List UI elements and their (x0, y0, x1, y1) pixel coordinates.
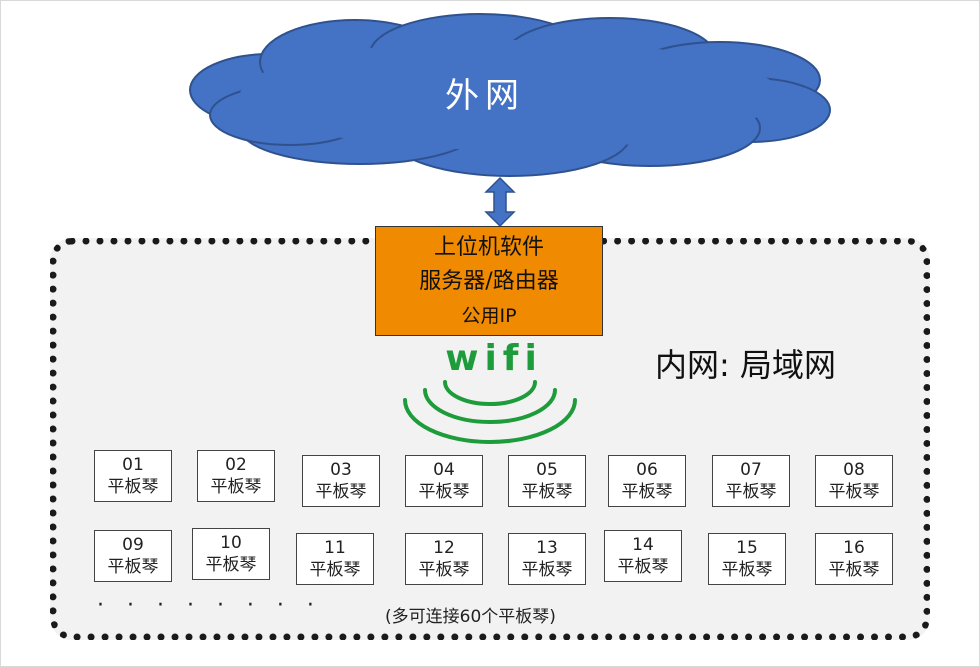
tablet-number: 01 (122, 455, 144, 475)
server-box: 上位机软件 服务器/路由器 公用IP (375, 226, 603, 336)
tablet-label: 平板琴 (418, 482, 470, 502)
tablet-label: 平板琴 (828, 560, 880, 580)
tablet-label: 平板琴 (725, 482, 777, 502)
tablet-label: 平板琴 (107, 477, 159, 497)
ellipsis-dots: · · · · · · · · (97, 593, 322, 618)
tablet-number: 06 (636, 460, 658, 480)
internet-label: 外网 (445, 76, 525, 116)
tablet-number: 03 (330, 460, 352, 480)
tablet-label: 平板琴 (521, 482, 573, 502)
tablet-number: 15 (736, 538, 758, 558)
server-line-router: 服务器/路由器 (419, 269, 559, 294)
tablet-number: 08 (843, 460, 865, 480)
tablet-number: 07 (740, 460, 762, 480)
wifi-label: wifi (445, 338, 543, 379)
tablet-label: 平板琴 (205, 555, 257, 575)
lan-label: 内网: 局域网 (655, 346, 836, 384)
tablet-number: 12 (433, 538, 455, 558)
tablet-number: 04 (433, 460, 455, 480)
wifi-waves-icon (403, 380, 577, 444)
tablet-number: 09 (122, 535, 144, 555)
tablet-number: 11 (324, 538, 346, 558)
tablet-number: 14 (632, 535, 654, 555)
tablet-label: 平板琴 (521, 560, 573, 580)
tablet-label: 平板琴 (418, 560, 470, 580)
tablet-label: 平板琴 (210, 477, 262, 497)
server-line-public-ip: 公用IP (461, 305, 517, 327)
tablet-label: 平板琴 (315, 482, 367, 502)
tablet-number: 10 (220, 533, 242, 553)
bidirectional-arrow-icon (484, 176, 516, 228)
capacity-note: (多可连接60个平板琴) (385, 607, 556, 627)
tablet-label: 平板琴 (617, 557, 669, 577)
tablet-number: 05 (536, 460, 558, 480)
tablet-label: 平板琴 (107, 557, 159, 577)
tablet-label: 平板琴 (721, 560, 773, 580)
tablet-number: 16 (843, 538, 865, 558)
internet-cloud (189, 13, 831, 177)
tablet-number: 13 (536, 538, 558, 558)
tablet-label: 平板琴 (828, 482, 880, 502)
tablet-label: 平板琴 (621, 482, 673, 502)
tablet-number: 02 (225, 455, 247, 475)
server-line-software: 上位机软件 (433, 235, 544, 260)
tablet-label: 平板琴 (309, 560, 361, 580)
